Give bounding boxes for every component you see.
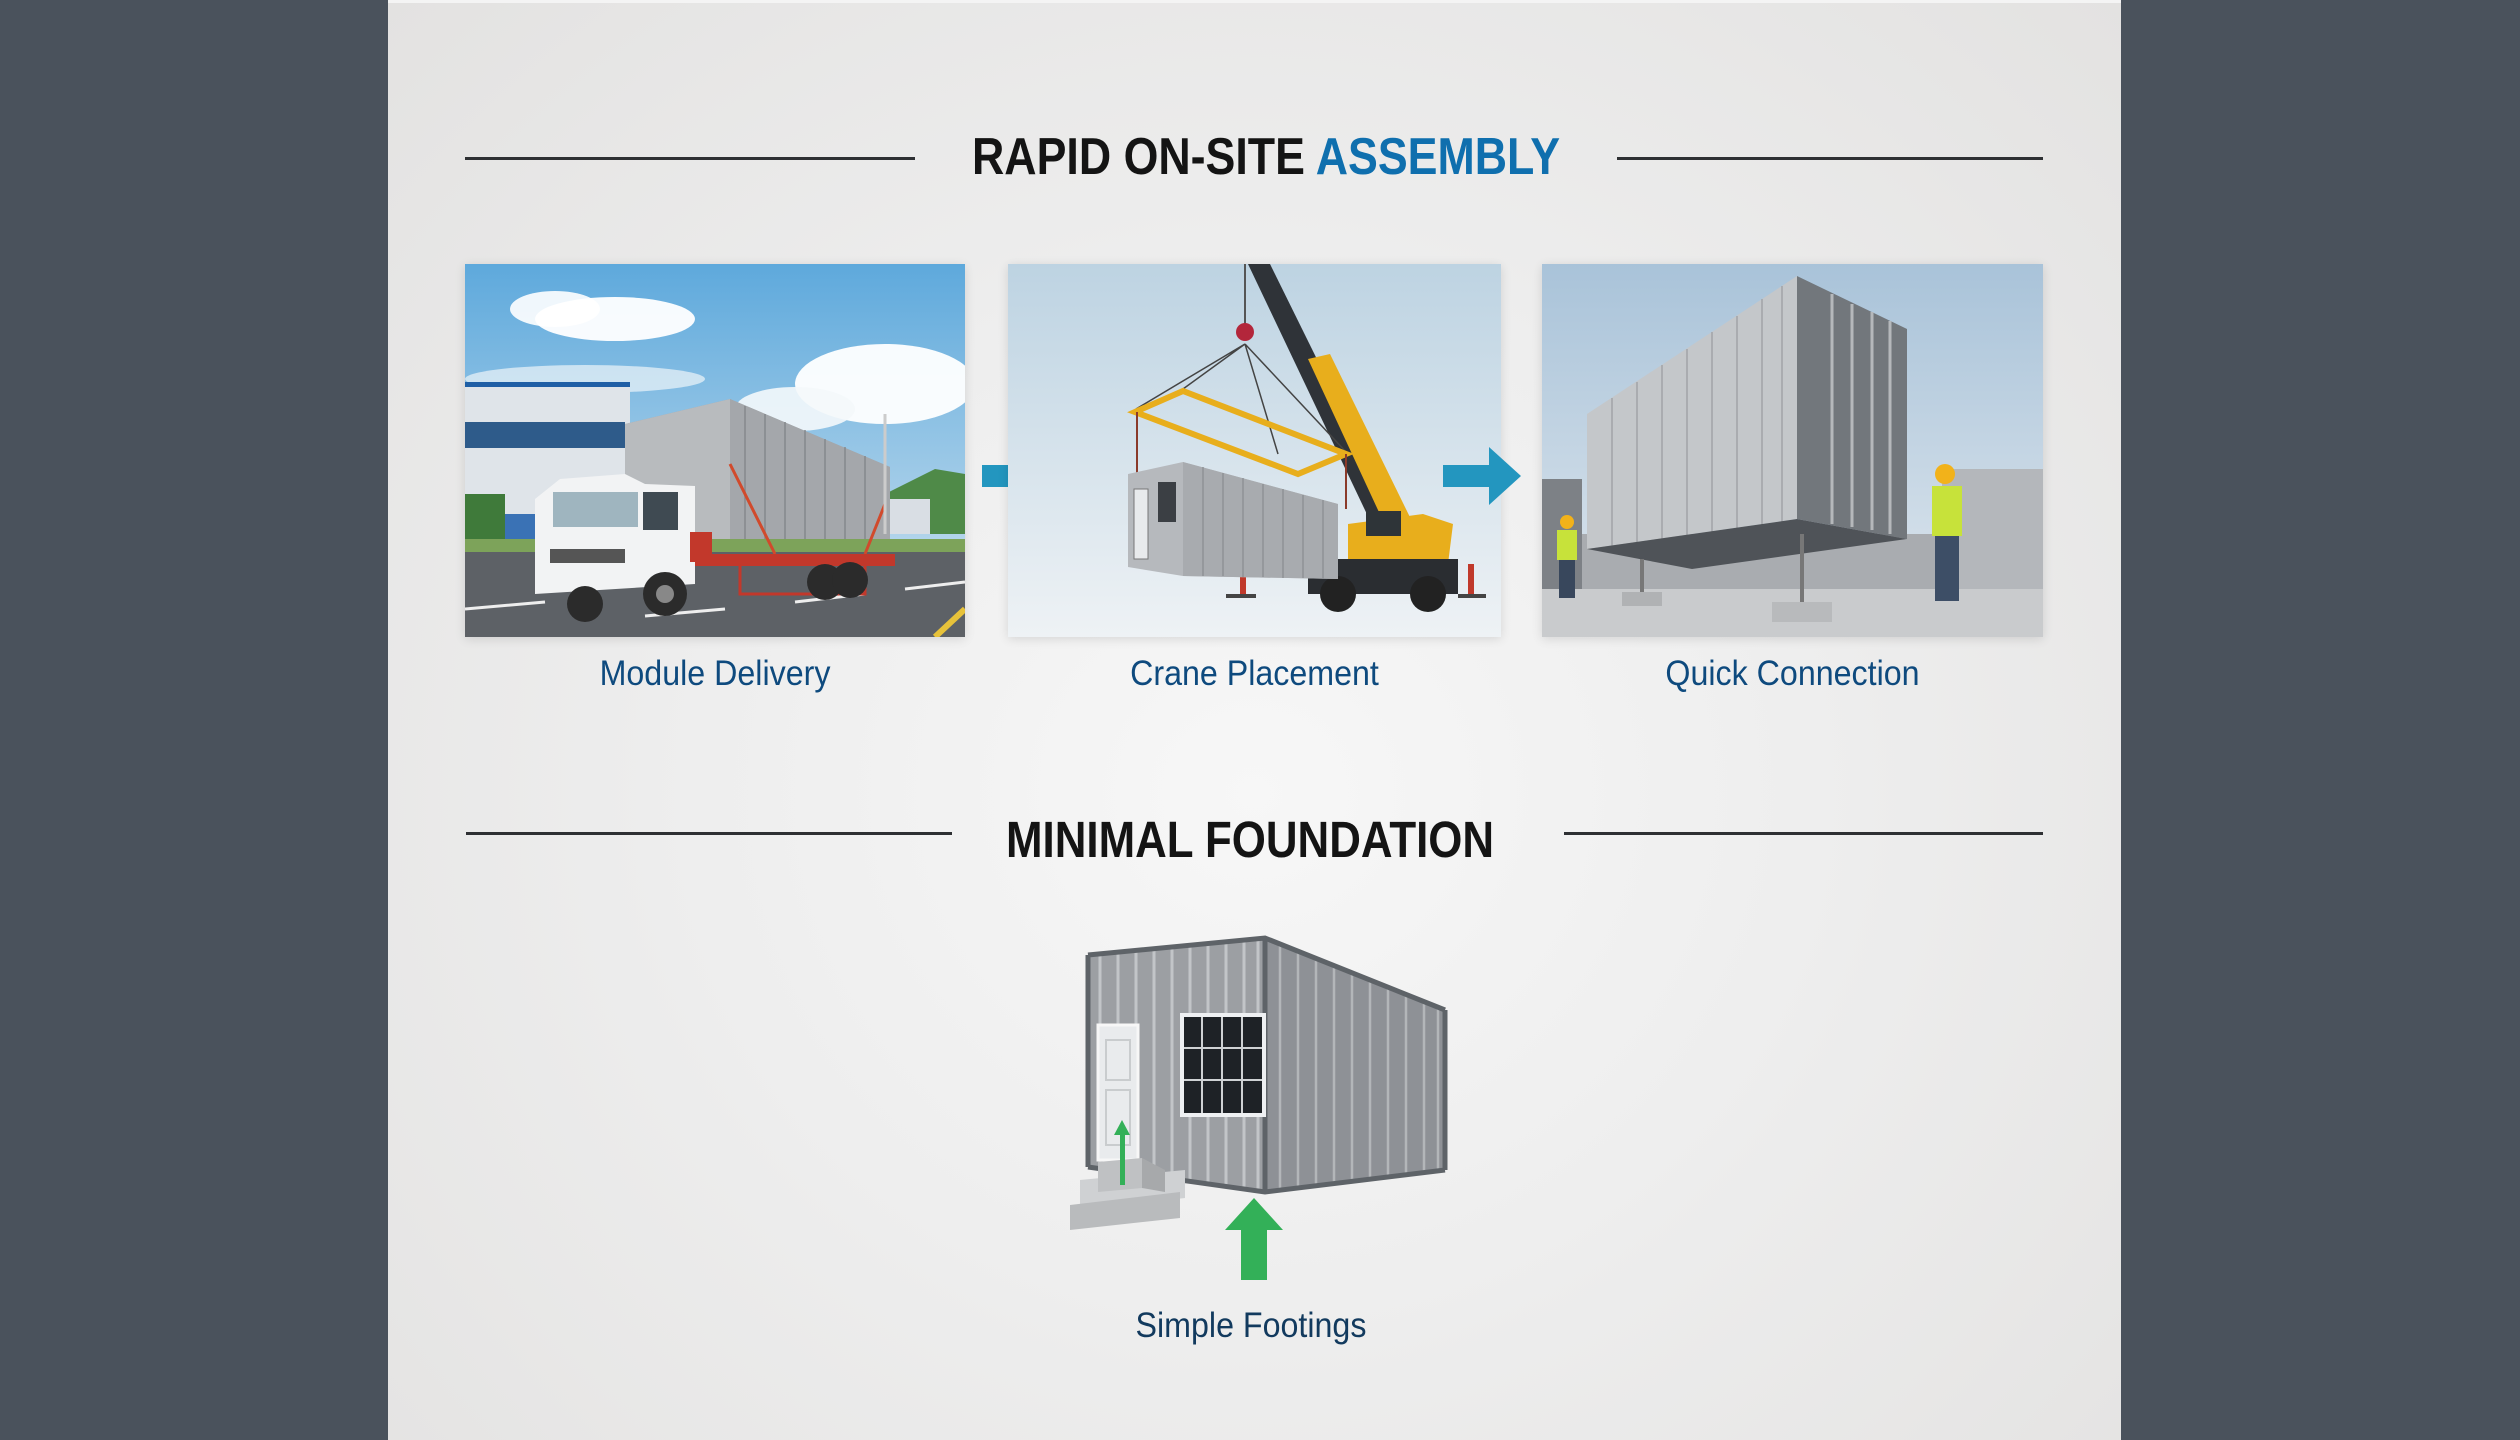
section-title-assembly-accent: ASSEMBLY xyxy=(1315,128,1561,186)
section-title-assembly-main: RAPID ON-SITE xyxy=(972,128,1316,186)
up-arrow-icon xyxy=(1114,1120,1130,1185)
section-title-assembly: RAPID ON-SITE ASSEMBLY xyxy=(972,127,1560,187)
step-caption-crane-placement: Crane Placement xyxy=(1130,654,1379,693)
photo-module-delivery xyxy=(465,264,965,637)
right-arrow-icon xyxy=(1443,447,1521,505)
heading-rule-right xyxy=(1617,157,2043,160)
heading-rule-left xyxy=(466,832,952,835)
left-side-background xyxy=(0,0,388,1440)
photo-quick-connection xyxy=(1542,264,2043,637)
step-caption-module-delivery: Module Delivery xyxy=(599,654,831,693)
right-side-background xyxy=(2121,0,2520,1440)
step-caption-quick-connection: Quick Connection xyxy=(1665,654,1920,693)
container-house-illustration xyxy=(1070,935,1448,1230)
section-title-foundation: MINIMAL FOUNDATION xyxy=(1006,811,1495,868)
footing-caption: Simple Footings xyxy=(1135,1306,1367,1345)
photo-crane-placement xyxy=(1008,264,1501,637)
up-arrow-icon xyxy=(1225,1198,1283,1280)
heading-rule-left xyxy=(465,157,915,160)
heading-rule-right xyxy=(1564,832,2043,835)
